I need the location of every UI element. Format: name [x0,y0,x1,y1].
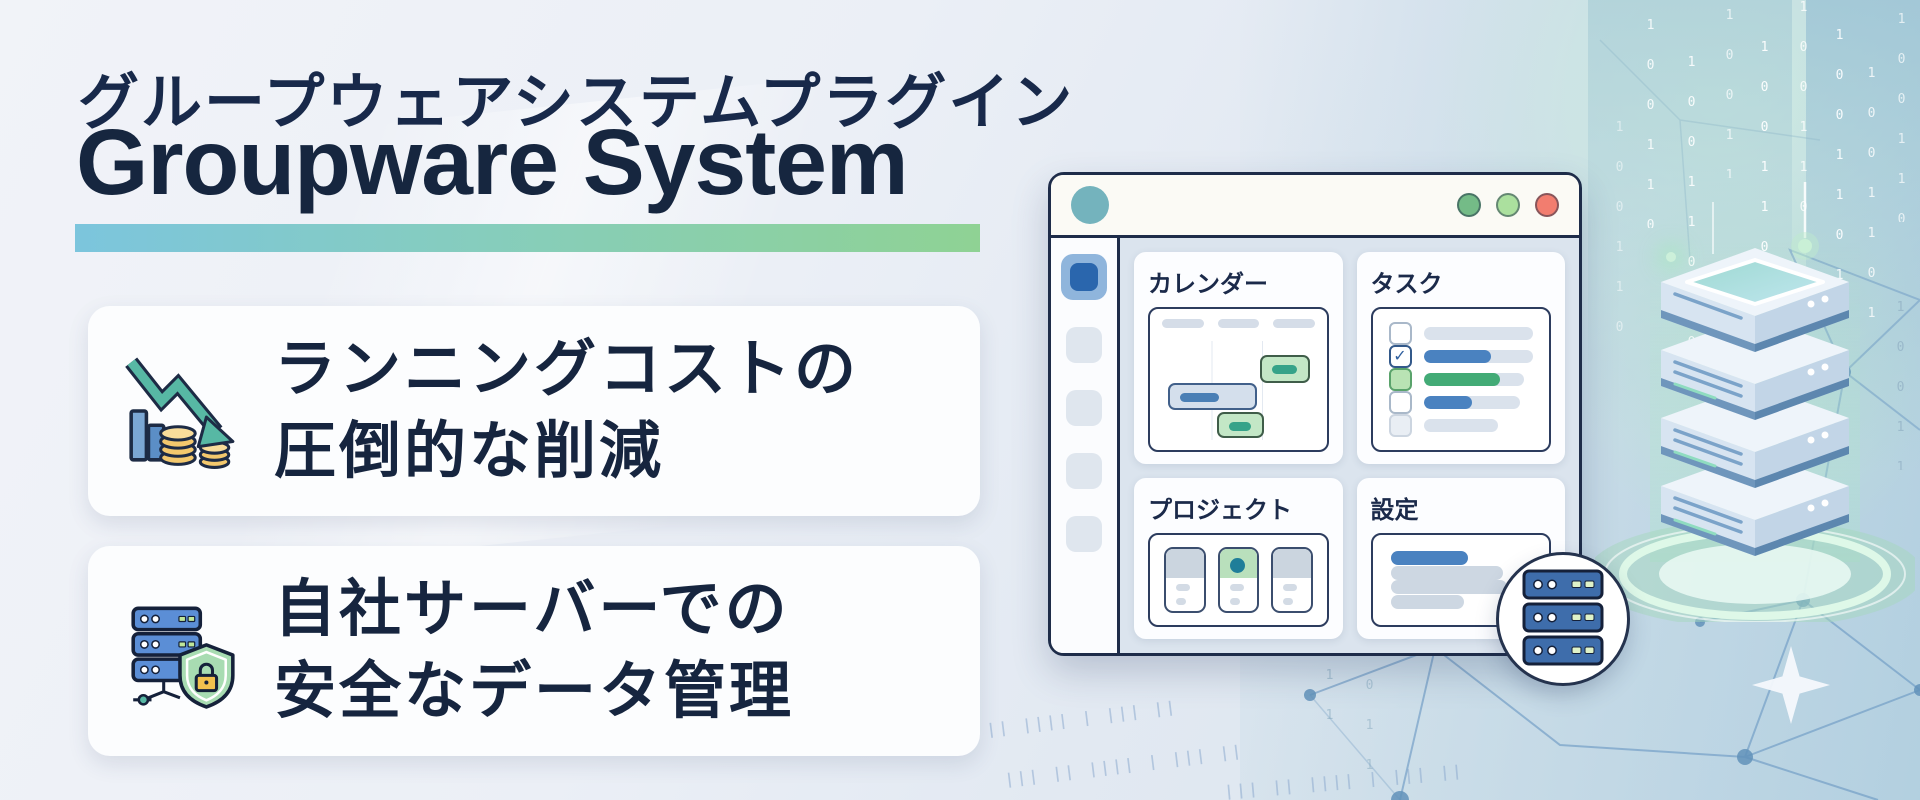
settings-bar [1390,565,1503,580]
sidebar-nav-button[interactable] [1066,327,1102,363]
window-titlebar [1051,175,1579,238]
feature-line: 自社サーバーでの [274,575,790,645]
calendar-event[interactable] [1168,382,1257,411]
sparkle-icon [1752,646,1830,724]
panel-tasks[interactable]: タスク ✓ [1356,252,1565,465]
settings-bar [1390,594,1464,609]
feature-line: ランニングコストの [274,335,860,405]
window-control-button[interactable] [1496,193,1520,217]
calendar-box [1148,307,1329,453]
title-underline [75,224,980,252]
settings-bar [1390,580,1508,595]
panel-title: プロジェクト [1148,497,1292,525]
sidebar-nav-button[interactable] [1066,516,1102,552]
calendar-column-headers [1162,319,1315,328]
isometric-server-stack-illustration [1595,182,1915,622]
settings-bar [1390,551,1468,566]
window-control-button[interactable] [1457,193,1481,217]
task-row [1388,368,1534,392]
dash-texture: ||| || |||| | ||| || [1003,741,1245,789]
page-title: Groupware System [76,110,909,214]
sidebar-nav-button[interactable] [1061,254,1107,300]
feature-text: ランニングコストの 圧倒的な削減 [274,329,859,493]
event-label-pill [1228,422,1252,432]
task-checkbox[interactable] [1388,414,1412,438]
calendar-event[interactable] [1259,354,1310,383]
task-bar [1423,350,1533,364]
task-checkbox[interactable]: ✓ [1388,345,1412,369]
panel-title: カレンダー [1148,271,1268,298]
task-row [1388,322,1533,345]
project-card[interactable] [1164,547,1206,613]
server-badge [1496,552,1630,686]
panel-title: タスク [1370,271,1443,298]
app-logo-dot [1071,186,1109,224]
traffic-lights [1457,193,1559,217]
project-status-dot [1229,558,1245,574]
task-bar [1423,373,1525,387]
declining-cost-chart-icon [118,350,246,472]
sidebar-nav-button[interactable] [1066,453,1102,489]
task-checkbox[interactable] [1388,391,1412,415]
project-card[interactable] [1271,547,1313,613]
window-control-button[interactable] [1535,193,1559,217]
text-placeholder-line [1283,583,1297,591]
panel-title: 設定 [1370,497,1419,525]
panel-calendar[interactable]: カレンダー [1134,252,1343,465]
task-row [1388,391,1534,415]
projects-box [1148,533,1329,627]
sidebar-nav-button[interactable] [1066,390,1102,426]
mockup-sidebar [1051,238,1120,653]
feature-text: 自社サーバーでの 安全なデータ管理 [274,569,794,733]
project-thumbnail [1219,549,1257,578]
task-row [1388,414,1534,438]
text-placeholder-line [1176,583,1190,591]
app-window-mockup: カレンダー タスク ✓ [1048,172,1582,656]
tasks-box: ✓ [1370,307,1551,453]
dash-texture: ||| || |||| | ||| || [1223,761,1465,800]
task-checkbox[interactable] [1388,368,1412,392]
event-label-pill [1271,364,1298,374]
feature-card-cost: ランニングコストの 圧倒的な削減 [88,306,980,516]
text-placeholder-line [1176,597,1187,605]
panel-projects[interactable]: プロジェクト [1134,478,1343,639]
task-checkbox[interactable] [1388,322,1412,345]
calendar-header-pill [1273,319,1315,328]
feature-line: 安全なデータ管理 [274,657,795,726]
task-bar [1423,396,1520,410]
server-stack-icon [1522,569,1604,666]
matrix-digits: 1 0 0 1 1 0 1 0 0 1 1 0 1 0 1 1 0 0 1 0 … [1722,8,1737,178]
feature-line: 圧倒的な削減 [274,417,665,486]
event-label-pill [1180,392,1219,402]
task-row: ✓ [1388,345,1533,369]
text-placeholder-line [1283,597,1294,605]
task-list: ✓ [1388,322,1534,438]
project-card[interactable] [1217,547,1259,613]
server-shield-icon [118,590,246,712]
text-placeholder-line [1229,597,1240,605]
text-placeholder-line [1229,583,1244,591]
task-bar [1423,327,1533,340]
calendar-event[interactable] [1216,412,1265,439]
feature-card-security: 自社サーバーでの 安全なデータ管理 [88,546,980,756]
calendar-grid [1162,341,1315,441]
calendar-header-pill [1162,319,1204,328]
project-thumbnail [1273,549,1311,578]
project-thumbnail [1166,549,1204,578]
window-body: カレンダー タスク ✓ [1051,238,1579,653]
task-bar [1423,419,1498,433]
project-row [1164,547,1313,613]
calendar-header-pill [1217,319,1259,328]
